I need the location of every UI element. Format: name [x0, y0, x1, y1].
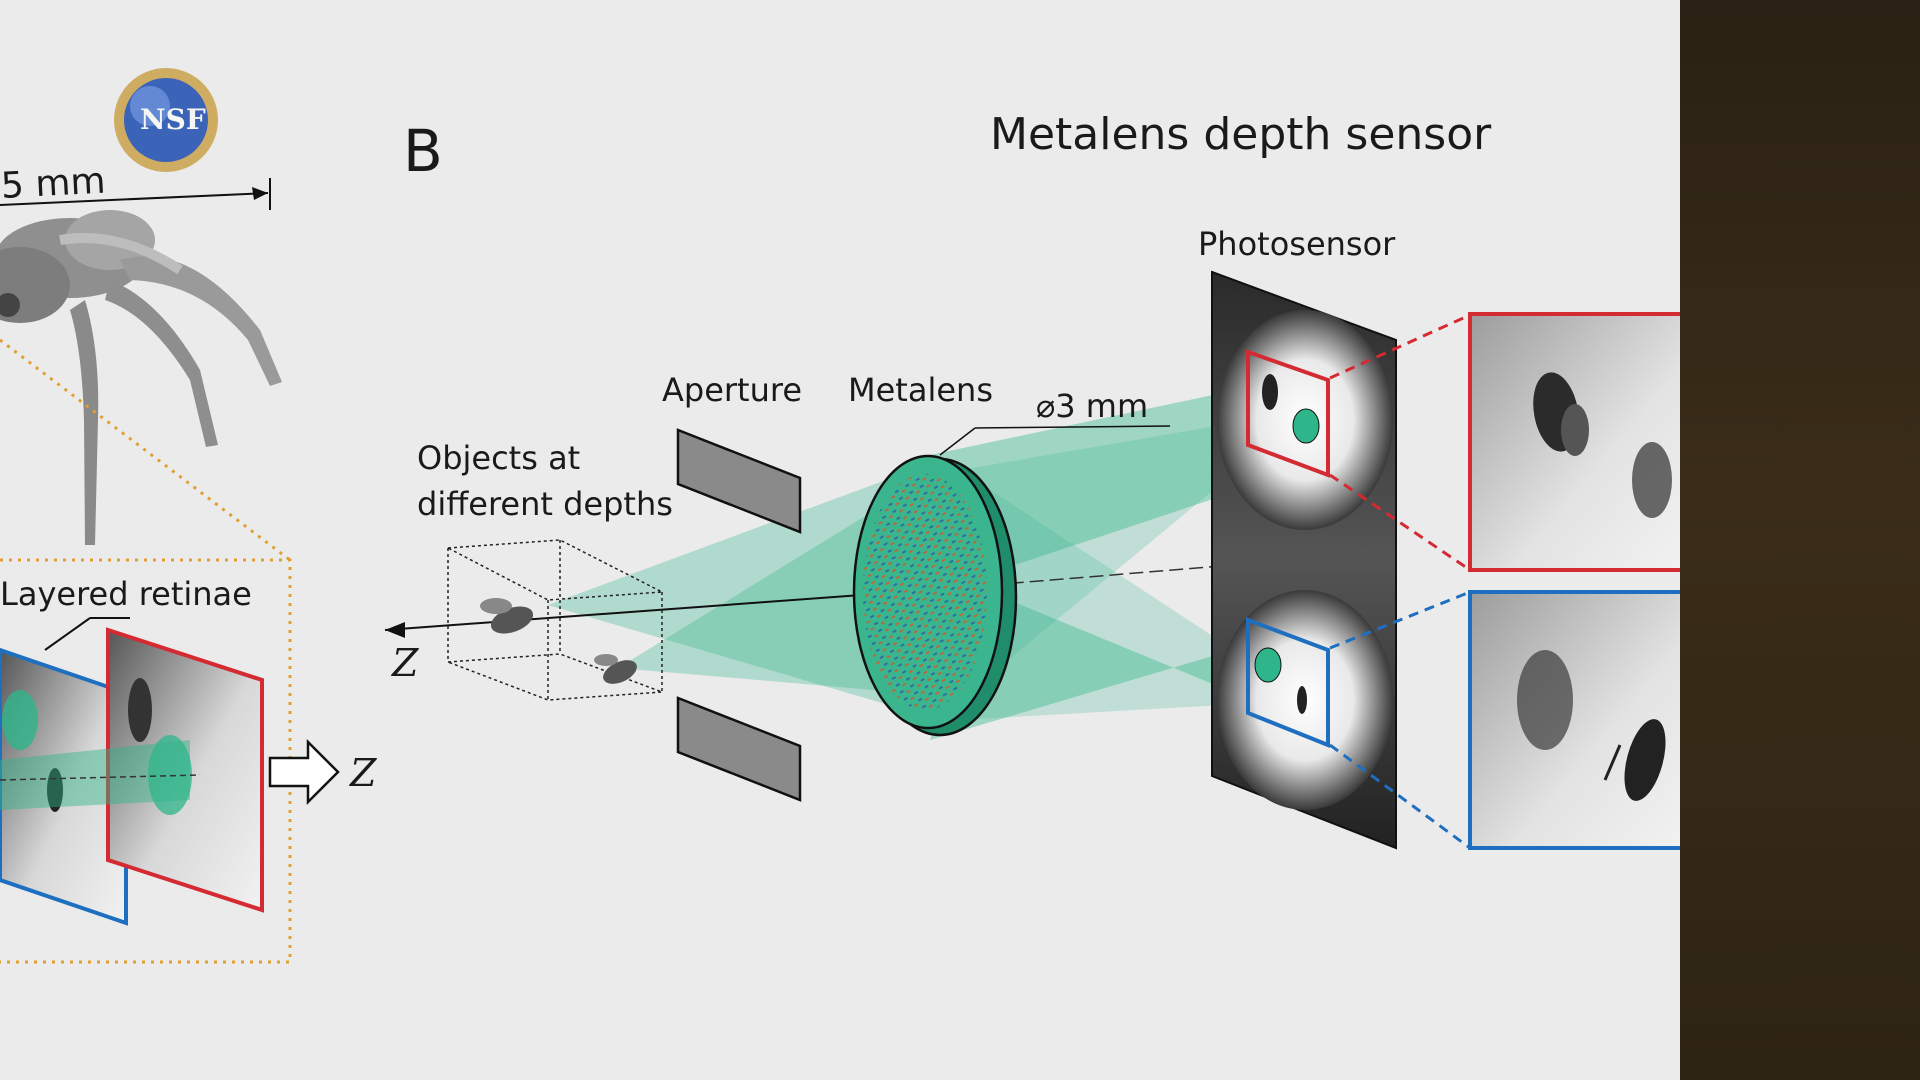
figure-title: Metalens depth sensor: [990, 109, 1492, 160]
aperture-plate-top: [676, 428, 802, 534]
z-arrow-left-panel: [268, 738, 340, 806]
retina-plane-back: [0, 627, 264, 913]
scale-bar: [0, 178, 271, 210]
z-label-left: Z: [350, 751, 377, 795]
aperture-plate-bottom: [676, 696, 802, 802]
zoom-inset-red: [1468, 312, 1680, 572]
fly-near: [480, 598, 534, 634]
spider-illustration: [0, 210, 282, 545]
objects-cube: [445, 539, 665, 701]
scale-bar-label: 5 mm: [0, 160, 107, 207]
panel-label-b: B: [403, 117, 443, 185]
metalens: [852, 425, 1171, 737]
retinae-label: Layered retinae: [0, 575, 252, 613]
metalens-label: Metalens: [848, 371, 993, 409]
slide: B Metalens depth sensor NSF 5 mm Layered…: [0, 68, 1680, 964]
photosensor: [1211, 270, 1397, 850]
zoom-connectors: [1329, 313, 1471, 850]
dark-side-panel: [1680, 0, 1920, 1080]
z-label-right: Z: [392, 641, 419, 685]
zoom-inset-blue: [1468, 590, 1680, 850]
photosensor-label: Photosensor: [1198, 225, 1396, 263]
nsf-logo-text: NSF: [140, 103, 206, 136]
fly-far: [594, 654, 637, 684]
retinae-inset-box: [0, 338, 292, 964]
diameter-label: ⌀3 mm: [1036, 387, 1149, 425]
nsf-logo: [114, 68, 218, 172]
aperture-label: Aperture: [662, 371, 803, 409]
figure-diagram: [0, 68, 1680, 964]
objects-label-line2: different depths: [417, 485, 673, 523]
objects-label-line1: Objects at: [417, 439, 581, 477]
